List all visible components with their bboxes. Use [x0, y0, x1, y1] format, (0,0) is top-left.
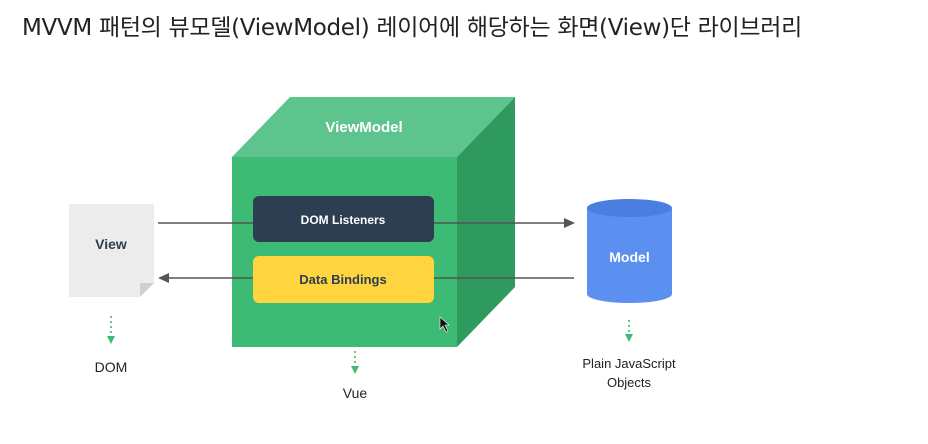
cylinder-bottom [587, 285, 672, 303]
viewmodel-cube: ViewModel [232, 97, 515, 347]
page-title: MVVM 패턴의 뷰모델(ViewModel) 레이어에 해당하는 화면(Vie… [22, 15, 802, 41]
mouse-cursor-icon [439, 316, 450, 333]
model-dotted-arrow [625, 320, 633, 342]
view-document-fold [140, 283, 154, 297]
plain-js-label-line2: Objects [607, 375, 652, 390]
viewmodel-label: ViewModel [325, 119, 402, 136]
plain-js-label-line1: Plain JavaScript [582, 356, 676, 371]
cylinder-top [587, 199, 672, 217]
arrowhead-right [564, 218, 575, 228]
view-label: View [95, 236, 127, 252]
vue-dotted-arrow [351, 351, 359, 374]
arrowhead-left [158, 273, 169, 283]
cube-side-face [457, 97, 515, 347]
dom-label: DOM [95, 359, 128, 375]
data-bindings-label: Data Bindings [299, 272, 386, 287]
model-label: Model [609, 249, 649, 265]
cube-front-face [232, 157, 457, 347]
cube-top-face [232, 97, 515, 157]
dom-listeners-box: DOM Listeners [253, 196, 434, 242]
dom-dotted-arrow [107, 316, 115, 344]
dom-listeners-label: DOM Listeners [301, 213, 386, 227]
cylinder-body [587, 208, 672, 294]
view-document-shape [69, 204, 154, 297]
vue-label: Vue [343, 385, 368, 401]
model-cylinder: Model [587, 199, 672, 303]
data-bindings-box: Data Bindings [253, 256, 434, 303]
view-document: View [69, 204, 154, 297]
